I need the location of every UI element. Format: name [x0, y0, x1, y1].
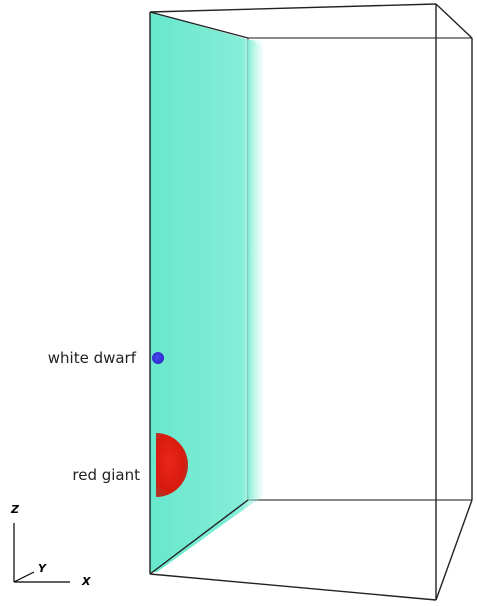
y-axis-label: Y — [38, 562, 47, 575]
x-axis-label: X — [81, 575, 91, 588]
red-giant-label: red giant — [72, 466, 140, 484]
white-dwarf-label: white dwarf — [48, 349, 137, 367]
bounding-box-front — [149, 3, 473, 601]
white-dwarf-sphere — [152, 352, 164, 364]
axes-triad: Z Y X — [10, 503, 91, 588]
red-giant-sphere — [156, 433, 188, 497]
y-axis-line — [13, 571, 35, 583]
bounding-box-back — [247, 37, 472, 501]
z-axis-label: Z — [10, 503, 20, 516]
cyan-slab — [150, 12, 266, 572]
